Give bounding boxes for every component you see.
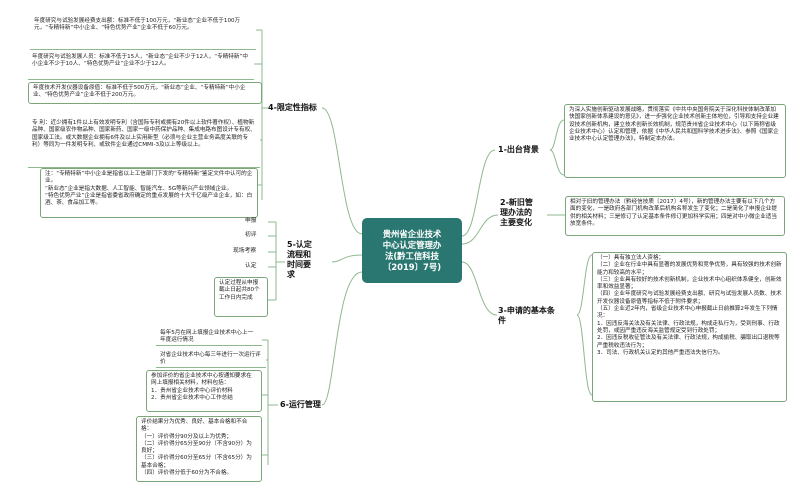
ops-eval-grades: 评价结果分为优秀、良好、基本合格和不合格： （一）评价得分90分及以上为优秀； … (136, 416, 262, 482)
process-step-review: 初评 (245, 232, 257, 238)
branch-background: 1-出台背景 (498, 145, 539, 154)
indicator-note: 注：“专精特新”中小企业是指省以上工信部门下发的“专精特新”鉴定文件中认可的企业… (40, 168, 258, 218)
central-topic: 贵州省企业技术 中心认定管理办 法(黔工信科技 〔2019〕7号) (362, 218, 462, 283)
process-step-certify: 认定 (245, 263, 257, 269)
indicator-equipment: 年度技术开发仪器设备原值：标准不低于500万元，“新业态”企业、“专精特新”中小… (28, 82, 262, 104)
indicator-rd-expense: 年度研究与试验发展经费支出额：标准不低于100万元，“新业态”企业不低于100万… (30, 16, 256, 50)
branch-operations: 6-运行管理 (280, 400, 321, 409)
process-step-apply: 申报 (245, 218, 257, 224)
ops-triennial-eval: 对省企业技术中心每三年进行一次运行评价 (156, 350, 266, 368)
changes-box: 相对于旧的管理办法（黔经信技质〔2017〕4号），新的管理办法主要有以下几个方面… (565, 196, 785, 236)
background-box: 为深入实施创新驱动发展战略，贯彻落实《中共中央国务院关于深化科技体制改革加快国家… (564, 104, 786, 178)
indicator-rd-staff: 年度研究与试验发展人员：标准不低于15人，“新业态”企业不少于12人，“专精特新… (28, 52, 254, 80)
ops-annual-report: 每年5月在网上填报企业技术中心上一年度运行情况 (156, 328, 262, 346)
branch-conditions: 3-申请的基本条 件 (498, 306, 555, 325)
process-time-note: 认定过程从申报截止日起共80个工作日内完成 (214, 277, 268, 317)
conditions-box: （一）具有独立法人资格； （二）企业在行业中具有显著的发展优势和竞争优势，具有较… (592, 252, 787, 402)
branch-changes: 2-新旧管 理办法的 主要变化 (500, 198, 533, 227)
indicator-patent: 专 利：近少拥有1件以上有效发明专利（含国际专利或拥有20件以上软件著作权）、植… (28, 118, 260, 168)
branch-indicators: 4-限定性指标 (268, 103, 317, 112)
process-step-visit: 现场考察 (233, 248, 257, 254)
branch-process: 5-认定 流程和 时间要 求 (287, 240, 312, 279)
ops-eval-materials: 参加评价的省企业技术中心按通知要求在网上填报相关材料，材料包括： 1．贵州省企业… (146, 370, 262, 412)
